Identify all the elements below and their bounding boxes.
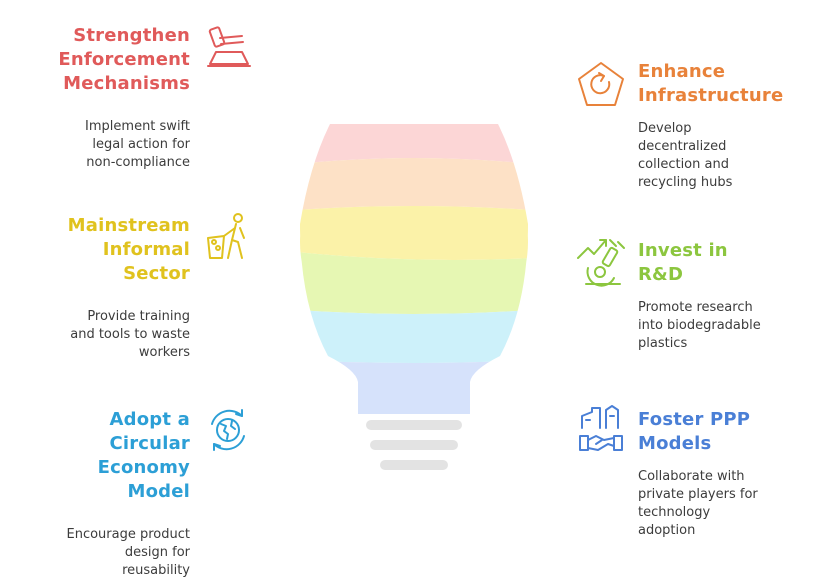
bulb-base-ring-2 [370,440,458,450]
bulb-segment-1 [300,124,528,164]
bulb-base-ring-3 [380,460,448,470]
microscope-icon [577,239,625,287]
bulb-segment-3 [300,206,528,260]
gavel-icon [207,26,251,67]
item-rnd: Invest in R&D Promote research into biod… [638,239,823,353]
item-title: Foster PPP Models [638,409,751,454]
item-description: Promote research into biodegradable plas… [638,300,761,351]
item-ppp: Foster PPP Models Collaborate with priva… [638,408,823,540]
item-description: Implement swift legal action for non-com… [85,119,190,170]
lightbulb-diagram [300,124,528,470]
item-infrastructure: Enhance Infrastructure Develop decentral… [638,60,823,192]
item-enforcement: Strengthen Enforcement Mechanisms Implem… [0,24,190,172]
item-description: Provide training and tools to waste work… [70,309,190,360]
bulb-base-ring-1 [366,420,462,430]
item-informal-sector: Mainstream Informal Sector Provide train… [0,214,190,362]
item-title: Mainstream Informal Sector [67,215,190,284]
handshake-factory-icon [579,405,623,451]
recycle-globe-icon [211,409,245,451]
pentagon-cycle-icon [578,62,624,106]
bulb-segment-6 [300,360,528,414]
item-title: Strengthen Enforcement Mechanisms [58,25,190,94]
bulb-segment-4 [300,252,528,314]
item-description: Encourage product design for reusability [66,527,191,578]
item-description: Develop decentralized collection and rec… [638,121,733,190]
waste-worker-icon [207,213,245,259]
item-title: Adopt a Circular Economy Model [97,409,190,502]
item-circular-economy: Adopt a Circular Economy Model Encourage… [0,408,191,580]
bulb-segment-5 [300,310,528,363]
item-description: Collaborate with private players for tec… [638,469,758,538]
item-title: Enhance Infrastructure [638,61,784,106]
bulb-segment-2 [300,158,528,210]
item-title: Invest in R&D [638,240,728,285]
